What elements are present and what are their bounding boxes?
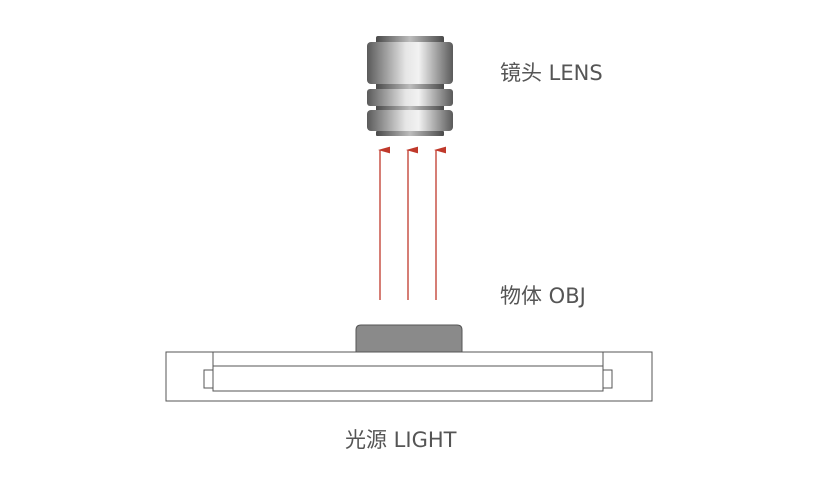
light-end-cap-left	[203, 369, 214, 389]
lens-label: 镜头 LENS	[500, 61, 603, 85]
light-end-cap-right	[602, 369, 613, 389]
object-label: 物体 OBJ	[500, 284, 586, 308]
lens-icon	[367, 36, 453, 136]
light-source	[165, 351, 653, 402]
object-block	[355, 324, 463, 353]
light-source-label: 光源 LIGHT	[345, 428, 457, 452]
light-panel	[212, 365, 604, 392]
light-rays	[380, 150, 436, 300]
